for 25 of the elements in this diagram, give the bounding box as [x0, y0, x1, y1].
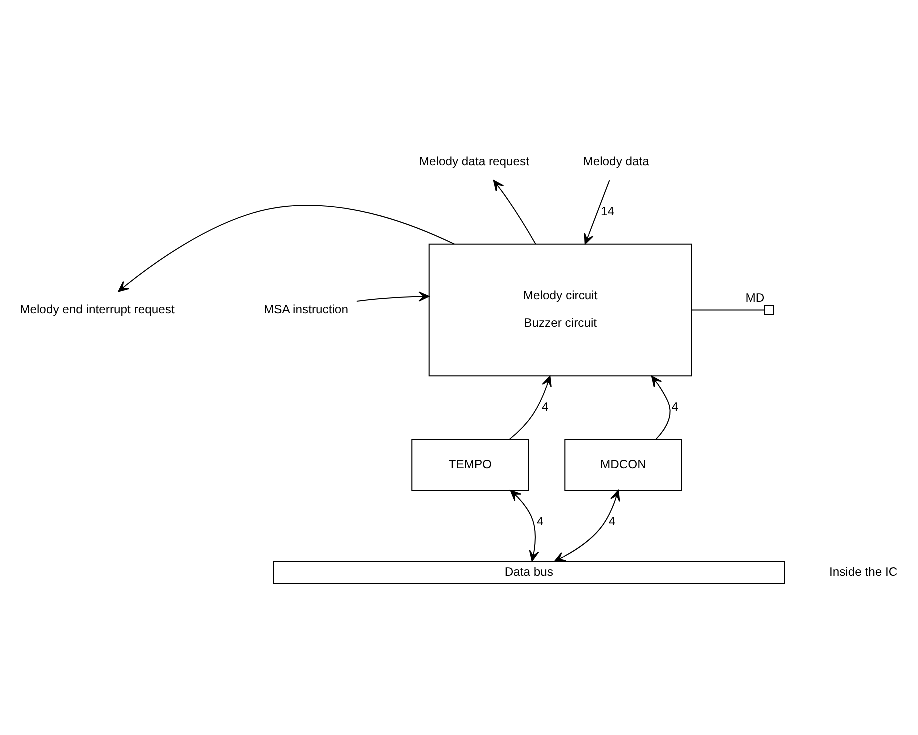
node-box: TEMPO [412, 439, 530, 492]
node-text: Melody data request [419, 154, 530, 168]
edge-label: 14 [600, 204, 614, 219]
arrow [356, 292, 430, 302]
node-text: Melody data [583, 154, 650, 168]
label: Inside the IC [829, 564, 898, 579]
node-text: MSA instruction [264, 302, 348, 316]
node-box [764, 305, 774, 316]
edge-label: 4 [542, 400, 549, 414]
arrow [510, 490, 540, 562]
arrow [584, 180, 610, 245]
arrow [118, 205, 455, 292]
edge-label: 4 [608, 514, 616, 529]
arrow [554, 490, 620, 562]
node-box: Melody circuit Buzzer circuit [428, 244, 692, 377]
connector [692, 310, 764, 311]
arrow [509, 376, 552, 440]
node-box: MDCON [564, 439, 682, 492]
arrow [493, 180, 536, 245]
edge-label: 4 [672, 400, 678, 414]
node-box: Data bus [273, 561, 786, 584]
arrow [651, 376, 671, 440]
node-label: MD [746, 291, 765, 306]
node-text: Melody end interrupt request [20, 302, 175, 316]
edge-label: 4 [536, 514, 544, 529]
